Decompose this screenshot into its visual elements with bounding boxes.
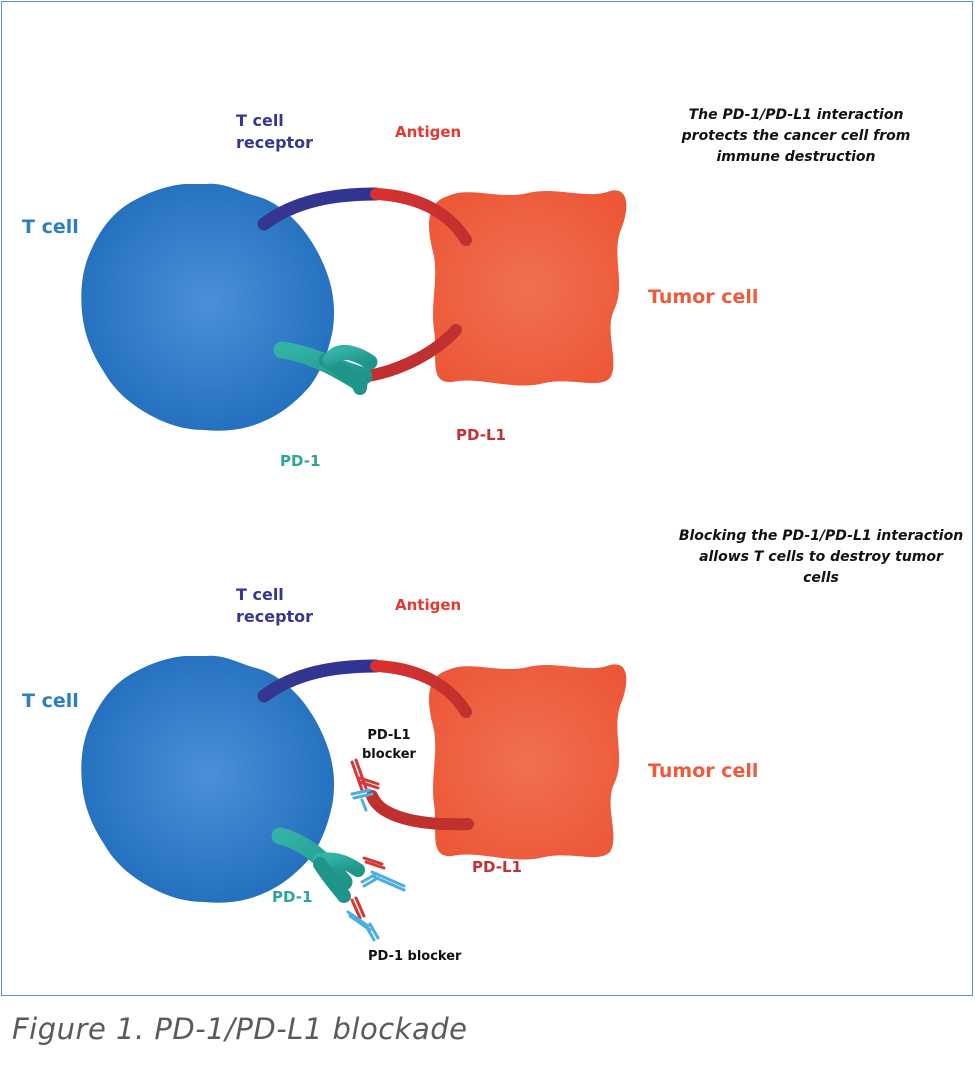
pd-l1-label: PD-L1 (472, 858, 522, 876)
pd-1-shape (271, 827, 365, 903)
top-panel-note: The PD-1/PD-L1 interaction protects the … (676, 105, 916, 168)
t-cell-label: T cell (22, 216, 79, 238)
tumor-cell-label: Tumor cell (648, 760, 759, 782)
t-cell-receptor-shape (257, 187, 383, 231)
diagram-canvas (81, 183, 627, 942)
pd-l1-shape (362, 324, 462, 382)
top-panel-graphics (81, 183, 627, 431)
tumor-cell-label: Tumor cell (648, 286, 759, 308)
pd-l1-shape (366, 790, 474, 831)
note-line: Blocking the PD-1/PD-L1 interaction (678, 528, 964, 544)
note-line: cells (803, 570, 839, 586)
t-cell-receptor-label: T cell receptor (236, 110, 313, 154)
t-cell-shape (81, 655, 335, 903)
antigen-shape (370, 660, 472, 718)
pd-1-label: PD-1 (272, 888, 313, 906)
t-cell-label: T cell (22, 690, 79, 712)
pd-1-shape (273, 341, 378, 395)
t-cell-receptor-shape (257, 659, 383, 703)
label-line: T cell (236, 585, 284, 604)
t-cell-receptor-label: T cell receptor (236, 584, 313, 628)
pd-l1-blocker-shape (350, 758, 380, 812)
t-cell-shape (81, 183, 335, 431)
pd-1-blocker-shape (346, 856, 406, 942)
note-line: allows T cells to destroy tumor (699, 549, 943, 565)
label-line: T cell (236, 111, 284, 130)
note-line: protects the cancer cell from (681, 128, 911, 144)
tumor-cell-shape (429, 664, 627, 860)
note-line: The PD-1/PD-L1 interaction (688, 107, 904, 123)
pd-l1-label: PD-L1 (456, 426, 506, 444)
label-line: receptor (236, 133, 314, 152)
pd-1-blocker-label: PD-1 blocker (368, 949, 462, 964)
antigen-label: Antigen (395, 596, 462, 614)
bottom-panel-note: Blocking the PD-1/PD-L1 interaction allo… (668, 526, 974, 589)
label-line: receptor (236, 607, 314, 626)
antigen-shape (370, 188, 472, 246)
figure-caption: Figure 1. PD-1/PD-L1 blockade (12, 1012, 468, 1046)
bottom-panel-graphics (81, 655, 627, 942)
label-line: blocker (362, 747, 416, 762)
pd-1-label: PD-1 (280, 452, 321, 470)
tumor-cell-shape (429, 190, 627, 386)
antigen-label: Antigen (395, 123, 462, 141)
pd-l1-blocker-label: PD-L1 blocker (362, 726, 416, 764)
note-line: immune destruction (716, 149, 876, 165)
label-line: PD-L1 (367, 728, 411, 743)
